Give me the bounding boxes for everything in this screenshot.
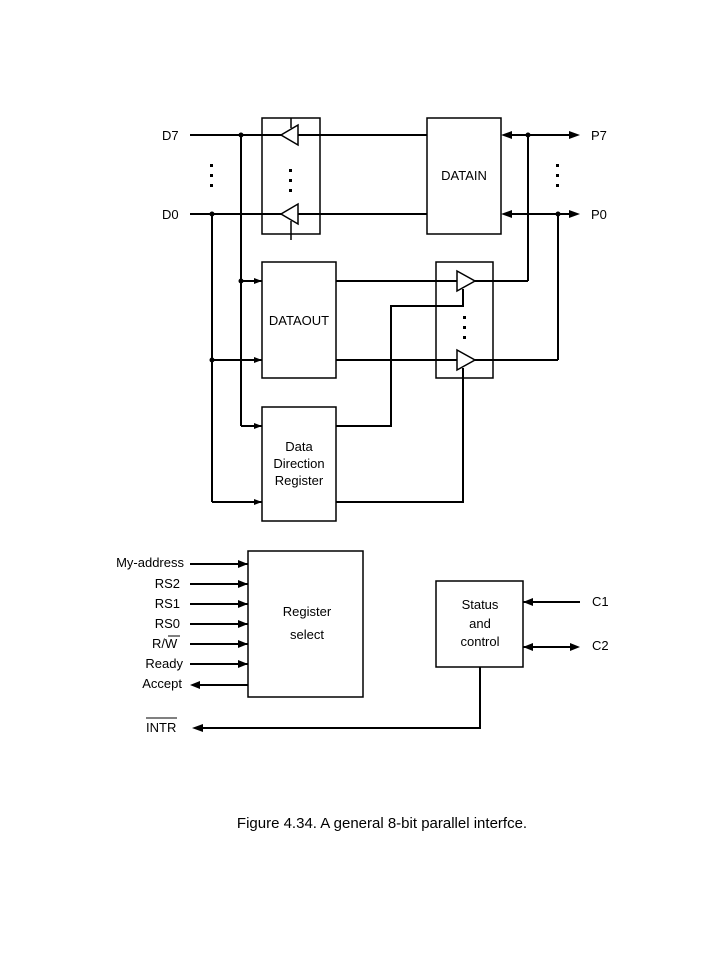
data-direction-register-block bbox=[261, 406, 337, 522]
label-d7: D7 bbox=[162, 128, 179, 143]
output-buffer-bit7 bbox=[456, 269, 477, 293]
label-my-address: My-address bbox=[116, 555, 184, 570]
label-rs0: RS0 bbox=[155, 616, 180, 631]
bit-ellipsis-left bbox=[210, 164, 213, 187]
input-buffer-bit0 bbox=[279, 202, 299, 226]
status-label-line1: Status bbox=[462, 597, 499, 612]
regsel-label-line2: select bbox=[290, 627, 324, 642]
status-control-block bbox=[435, 580, 524, 668]
input-buffer-bit7 bbox=[279, 123, 299, 147]
dataout-block bbox=[261, 261, 337, 379]
output-buffer-group bbox=[435, 261, 494, 379]
output-buffer-bit0 bbox=[456, 348, 477, 372]
register-select-block bbox=[247, 550, 364, 698]
label-c2: C2 bbox=[592, 638, 609, 653]
control-input-wires bbox=[190, 560, 248, 689]
junction-dots bbox=[209, 132, 561, 363]
label-p0: P0 bbox=[591, 207, 607, 222]
label-rs1: RS1 bbox=[155, 596, 180, 611]
bit-ellipsis-right bbox=[556, 164, 559, 187]
port-wires bbox=[475, 131, 580, 361]
ddr-label-line2: Direction bbox=[273, 456, 324, 471]
datain-label: DATAIN bbox=[441, 168, 487, 183]
label-c1: C1 bbox=[592, 594, 609, 609]
label-rs2: RS2 bbox=[155, 576, 180, 591]
label-ready: Ready bbox=[145, 656, 183, 671]
dataout-label: DATAOUT bbox=[269, 313, 329, 328]
label-r-w: R/W bbox=[152, 636, 178, 651]
input-arrowheads bbox=[254, 278, 262, 505]
ddr-label-line3: Register bbox=[275, 473, 324, 488]
regsel-label-line1: Register bbox=[283, 604, 332, 619]
input-buffer-group bbox=[261, 117, 321, 240]
status-label-line2: and bbox=[469, 616, 491, 631]
datain-block bbox=[426, 117, 502, 235]
status-wires bbox=[192, 598, 580, 732]
figure-caption: Figure 4.34. A general 8-bit parallel in… bbox=[237, 815, 527, 832]
label-accept: Accept bbox=[142, 676, 182, 691]
label-intr: INTR bbox=[146, 720, 176, 735]
label-p7: P7 bbox=[591, 128, 607, 143]
ddr-label-line1: Data bbox=[285, 439, 313, 454]
status-label-line3: control bbox=[460, 634, 499, 649]
label-r-w-bar: W bbox=[165, 636, 178, 651]
label-d0: D0 bbox=[162, 207, 179, 222]
